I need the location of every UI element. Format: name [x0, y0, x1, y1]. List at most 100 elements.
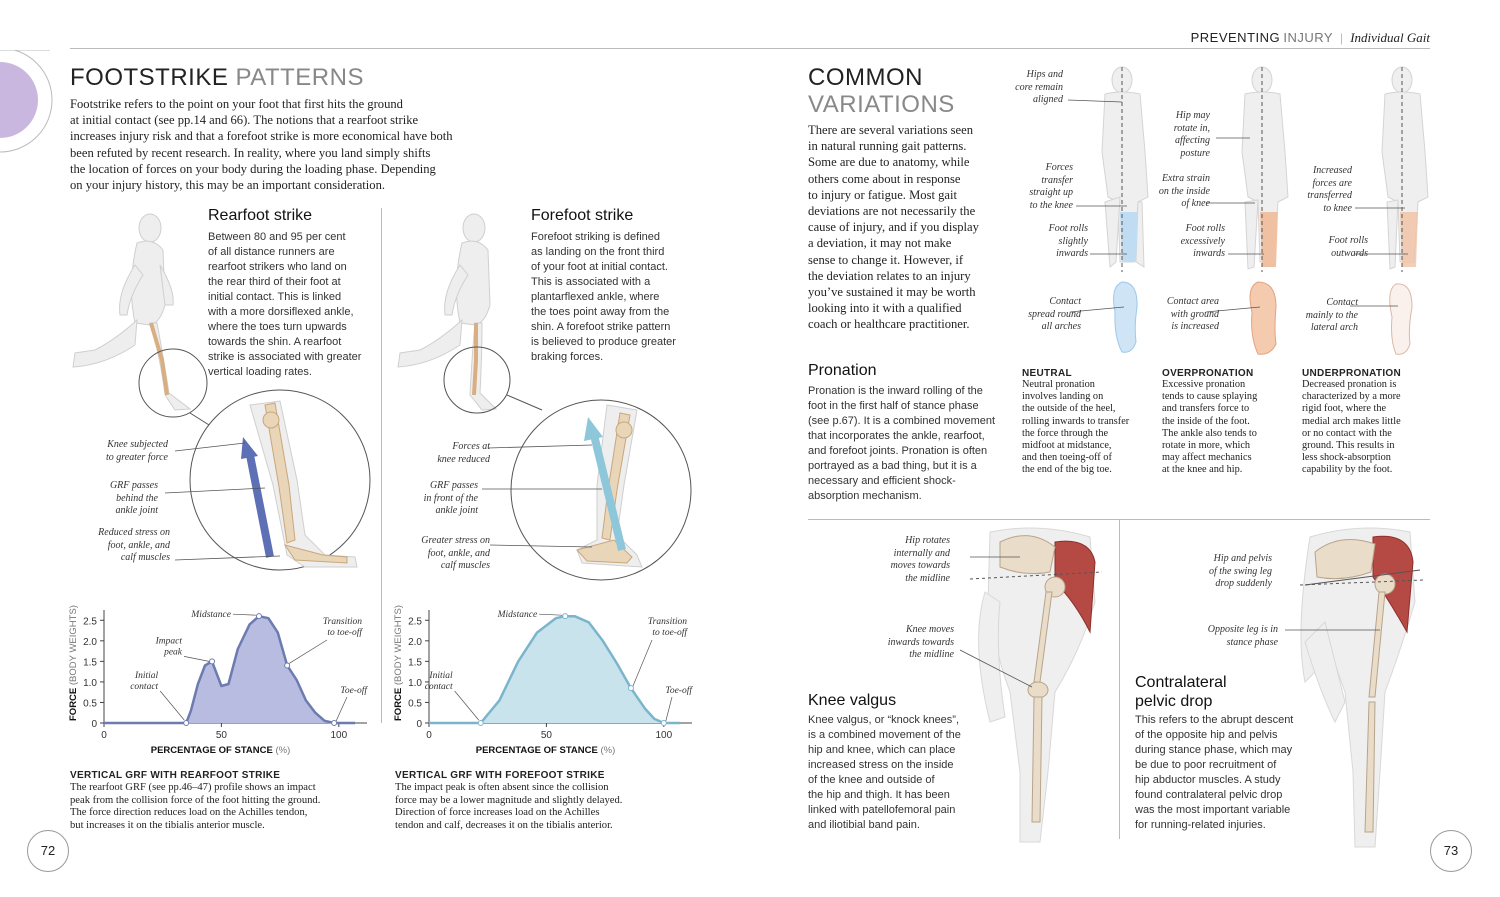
text-line: portrayed as a bad thing, but it is a: [808, 460, 977, 472]
intro-line: looking into it with a qualified: [808, 301, 962, 316]
text-line: initial contact. This is linked: [208, 291, 342, 303]
midstance-label: Midstance: [497, 610, 538, 620]
text-line: plantarflexed ankle, where: [531, 291, 660, 303]
impact-peak-label: Impact: [155, 636, 183, 646]
caption-line: Reduced stress on: [98, 527, 170, 538]
midstance-marker: [562, 613, 569, 620]
neutral-heading: NEUTRAL: [1022, 368, 1072, 379]
caption-line: spread round: [1028, 308, 1081, 320]
initial-contact-leader: [454, 690, 479, 721]
caption-line: on the inside: [1158, 185, 1210, 197]
caption-line: Foot rolls: [1048, 223, 1088, 234]
text-line: is believed to produce greater: [531, 336, 676, 348]
title-dark: FOOTSTRIKE: [70, 64, 229, 91]
y-tick-label: 2.5: [83, 616, 97, 627]
text-line: that incorporates the ankle, rearfoot,: [808, 430, 985, 442]
rearfoot-heading: Rearfoot strike: [208, 207, 313, 224]
heading-line: Contralateral: [1135, 674, 1227, 691]
pronation-heading: Pronation: [808, 362, 877, 379]
y-tick-label: 2.0: [83, 637, 97, 648]
caption-line: the midline: [905, 572, 950, 584]
y-tick-label: 1.5: [408, 657, 422, 668]
initial-contact-label: contact: [425, 682, 453, 692]
intro-line: in natural running gait patterns.: [808, 139, 967, 154]
intro-line: the deviation relates to an injury: [808, 268, 971, 283]
transition-label: to toe-off: [652, 627, 688, 638]
transition-label: Transition: [648, 617, 687, 627]
page-title-right: COMMON VARIATIONS: [808, 64, 955, 118]
text-line: tendon and calf, decreases it on the tib…: [395, 819, 613, 831]
text-line: less shock-absorption: [1302, 452, 1391, 464]
initial-contact-label: contact: [130, 682, 158, 692]
text-line: and forefoot joints. Pronation is often: [808, 445, 988, 457]
text-line: Neutral pronation: [1022, 379, 1095, 390]
caption-line: to knee: [1323, 202, 1352, 214]
toe-off-leader: [335, 696, 348, 722]
caption-line: core remain: [1015, 81, 1063, 93]
y-tick-label: 0.5: [83, 698, 97, 709]
text-line: Decreased pronation is: [1302, 379, 1397, 390]
y-tick-label: 0: [416, 719, 422, 730]
caption-line: to greater force: [105, 451, 168, 463]
toe-off-label: Toe-off: [665, 685, 693, 696]
text-line: medial arch makes little: [1302, 415, 1401, 427]
toe-off-leader: [665, 696, 673, 722]
caption-line: knee reduced: [437, 453, 490, 465]
text-line: The ankle also tends to: [1162, 427, 1257, 439]
text-line: Between 80 and 95 per cent: [208, 231, 346, 243]
x-tick-label: 100: [330, 730, 347, 741]
text-line: during stance phase, which may: [1135, 744, 1293, 756]
transition-leader: [632, 639, 653, 687]
text-line: of the opposite hip and pelvis: [1135, 729, 1278, 741]
column-divider: [1119, 519, 1120, 839]
intro-line: coach or healthcare practitioner.: [808, 317, 970, 332]
decorative-tab-circle: [0, 50, 53, 153]
intro-paragraph-left: Footstrike refers to the point on your f…: [70, 96, 500, 193]
x-axis-label-main: PERCENTAGE OF STANCE: [476, 745, 601, 756]
forefoot-text: Forefoot striking is defined as landing …: [531, 230, 701, 365]
title-dark: COMMON: [808, 64, 923, 91]
pelvic-drop-illustration: [1285, 527, 1424, 848]
caption-line: Hip and pelvis: [1213, 553, 1272, 564]
series-line: [104, 614, 355, 725]
caption-line: inwards: [1056, 248, 1088, 259]
intro-line: on your injury history, this may be an i…: [70, 178, 386, 193]
caption-line: posture: [1180, 147, 1210, 159]
midstance-label: Midstance: [190, 610, 231, 620]
y-tick-label: 0.5: [408, 698, 422, 709]
y-tick-label: 1.0: [83, 678, 97, 689]
title-light: PATTERNS: [235, 64, 364, 91]
text-line: midfoot at midstance,: [1022, 440, 1112, 452]
intro-line: Footstrike refers to the point on your f…: [70, 97, 403, 111]
caption-line: ankle joint: [115, 505, 159, 516]
caption-line: forces are: [1312, 177, 1352, 189]
fore-graph-caption: VERTICAL GRF WITH FOREFOOT STRIKE The im…: [395, 770, 695, 832]
text-line: the outside of the heel,: [1022, 403, 1116, 415]
text-line: rigid foot, where the: [1302, 403, 1387, 415]
y-tick-label: 1.0: [408, 678, 422, 689]
caption-line: GRF passes: [109, 480, 158, 491]
header-chapter: Individual Gait: [1350, 30, 1430, 45]
transition-marker: [627, 685, 634, 692]
impact-peak-label: peak: [163, 647, 183, 657]
caption-line: Increased: [1312, 165, 1352, 176]
text-line: was the most important variable: [1135, 804, 1291, 816]
y-tick-label: 2.5: [408, 616, 422, 627]
transition-label: Transition: [323, 617, 362, 627]
caption-line: foot, ankle, and: [427, 547, 490, 559]
caption-line: drop suddenly: [1215, 578, 1272, 589]
caption-line: Foot rolls: [1328, 235, 1368, 246]
caption-line: behind the: [116, 492, 158, 504]
text-line: the hip and thigh. It has been: [808, 789, 950, 801]
pronation-figures: [1067, 66, 1429, 355]
intro-line: There are several variations seen: [808, 123, 974, 137]
